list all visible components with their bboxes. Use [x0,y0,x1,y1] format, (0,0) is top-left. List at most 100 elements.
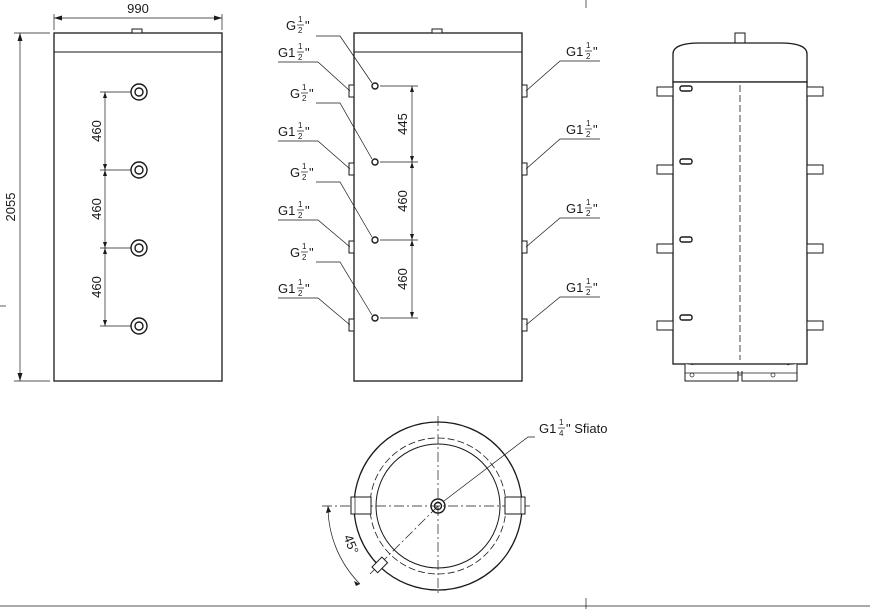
leaders-small [316,35,373,316]
label-prefix: G1 [566,122,583,137]
label-left-1: G1 1 2 " [278,42,310,62]
side-left-nozzles [348,84,355,332]
fraction-numerator: 1 [586,198,591,207]
section-right-nozzles [806,86,824,331]
arrowhead-icon [103,170,107,176]
fraction-denominator: 2 [302,94,307,103]
label-left-3: G1 1 2 " [278,200,310,220]
label-small-2: G 1 2 " [290,83,314,103]
label-left-2: G1 1 2 " [278,121,310,141]
label-suffix: " [593,280,598,295]
arrowhead-icon [410,86,414,92]
fraction-numerator: 1 [302,242,307,251]
label-small-4: G 1 2 " [290,242,314,262]
fraction-denominator: 2 [298,53,303,62]
label-suffix: " [593,122,598,137]
label-suffix: " [305,203,310,218]
arrowhead-icon [354,581,360,586]
section-top-dome [672,42,808,83]
fraction-numerator: 1 [298,15,303,24]
section-feet [684,364,798,382]
label-suffix: " [305,124,310,139]
section-left-nozzles [656,86,674,331]
arrowhead-icon [410,162,414,168]
fraction-denominator: 2 [586,288,591,297]
label-suffix: " [305,281,310,296]
arrowhead-icon [103,248,107,254]
plan-view: 45° G1 1 4 " Sfiato [322,416,607,596]
arrowhead-icon [410,234,414,240]
fraction-numerator: 1 [559,418,564,427]
label-suffix: " [309,86,314,101]
fraction-denominator: 2 [298,211,303,220]
arrowhead-icon [214,15,222,21]
angle-arc [327,505,361,585]
arrowhead-icon [17,33,23,41]
label-prefix: G1 [278,124,295,139]
arrowhead-icon [17,373,23,381]
side-view: 445 460 460 G 1 2 " [278,15,600,382]
fraction-numerator: 1 [298,121,303,130]
fraction-denominator: 2 [298,132,303,141]
front-tank-body [53,32,223,382]
arrowhead-icon [103,92,107,98]
label-suffix: " [309,165,314,180]
label-prefix: G1 [566,44,583,59]
label-prefix: G1 [539,421,556,436]
label-right-4: G1 1 2 " [566,277,598,297]
label-suffix: " [593,201,598,216]
label-suffix: " Sfiato [566,421,607,436]
plan-nozzles [350,496,526,515]
arrowhead-icon [410,156,414,162]
side-top-vent [431,28,443,34]
fraction-denominator: 4 [559,429,564,438]
label-prefix: G1 [278,45,295,60]
section-top-vent [734,32,746,44]
plan-diagonal-nozzle [371,556,389,574]
label-prefix: G1 [566,280,583,295]
label-suffix: " [305,18,310,33]
label-prefix: G1 [278,203,295,218]
fraction-denominator: 2 [302,253,307,262]
leaders-left [278,61,351,326]
fraction-denominator: 2 [586,209,591,218]
sensor-pockets [371,82,379,322]
label-prefix: G [290,165,300,180]
label-prefix: G1 [278,281,295,296]
front-view: 990 2055 460 460 460 [3,1,223,382]
fraction-denominator: 2 [586,130,591,139]
spacing-label: 460 [395,190,410,212]
fraction-denominator: 2 [586,52,591,61]
label-small-3: G 1 2 " [290,162,314,182]
fraction-numerator: 1 [586,119,591,128]
spacing-label: 460 [89,276,104,298]
label-prefix: G1 [566,201,583,216]
label-prefix: G [286,18,296,33]
arrowhead-icon [103,320,107,326]
plan-vent-port [430,498,446,514]
fraction-denominator: 2 [298,289,303,298]
fraction-numerator: 1 [302,162,307,171]
label-right-2: G1 1 2 " [566,119,598,139]
arrowhead-icon [103,242,107,248]
arrowhead-icon [410,240,414,246]
fraction-numerator: 1 [298,42,303,51]
label-prefix: G [290,86,300,101]
spacing-label: 445 [395,113,410,135]
arrowhead-icon [103,164,107,170]
vent-label: G1 1 4 " Sfiato [539,418,607,438]
spacing-label: 460 [395,268,410,290]
side-tank-body [353,32,523,382]
side-right-nozzles [521,84,528,332]
section-view [656,32,824,382]
spacing-label: 460 [89,198,104,220]
arrowhead-icon [410,312,414,318]
fraction-numerator: 1 [298,278,303,287]
fraction-denominator: 2 [302,173,307,182]
vent-leader [443,436,535,502]
label-suffix: " [593,44,598,59]
label-suffix: " [305,45,310,60]
fraction-denominator: 2 [298,26,303,35]
label-right-1: G1 1 2 " [566,41,598,61]
